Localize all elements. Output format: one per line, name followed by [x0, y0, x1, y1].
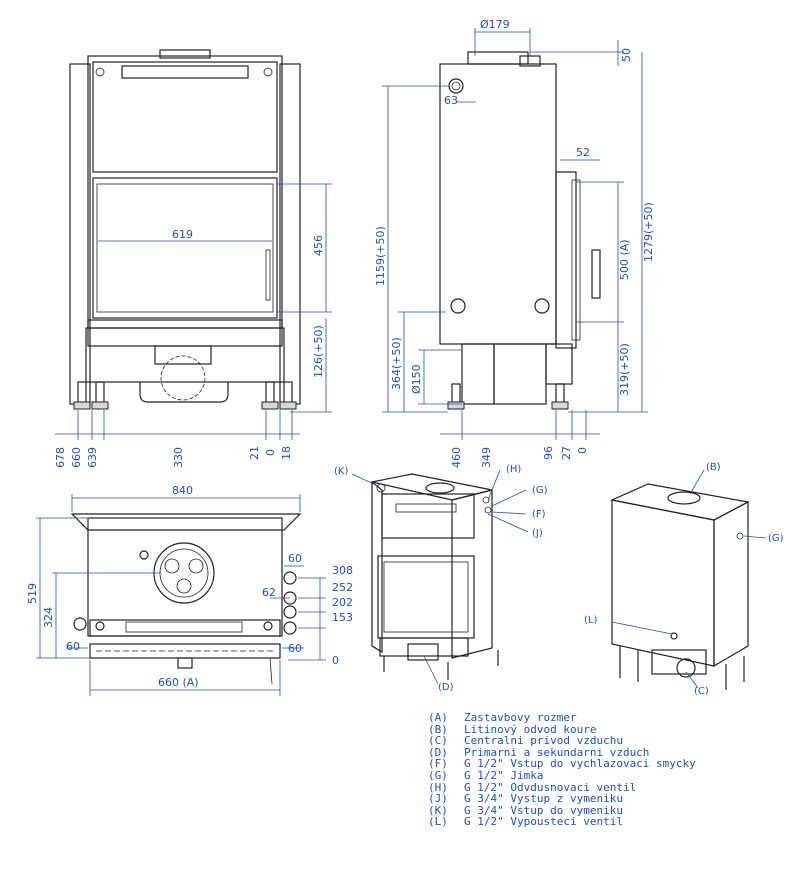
dim-height-1159: 1159(+50) — [374, 226, 387, 286]
label-L: (L) — [584, 615, 597, 626]
dim-bottom-639: 639 — [86, 447, 99, 468]
legend-row: (B) Litinový odvod koure — [428, 722, 768, 736]
legend-row: (L) G 1/2" Vypousteci ventil — [428, 816, 768, 828]
dim-height-519: 519 — [26, 583, 39, 604]
dim-height-456: 456 — [312, 235, 325, 256]
label-D: (D) — [438, 682, 454, 693]
legend-row: (G) G 1/2" Jimka — [428, 770, 768, 782]
legend-row: (K) G 3/4" Vstup do vymeniku — [428, 805, 768, 817]
legend-code: (F) — [428, 757, 448, 771]
top-view: 840 519 324 60 60 60 62 308 252 202 153 … — [26, 484, 353, 696]
legend-text: G 1/2" Jimka — [464, 768, 544, 782]
dim-62: 62 — [262, 586, 276, 599]
dim-height-126: 126(+50) — [312, 325, 325, 378]
dim-bottom-21: 21 — [248, 446, 261, 460]
label-K: (K) — [334, 466, 348, 477]
label-C: (C) — [694, 686, 709, 697]
dim-50: 50 — [620, 48, 633, 62]
label-F: (F) — [532, 509, 546, 520]
dim-60-top: 60 — [288, 552, 302, 565]
legend-text: G 1/2" Vstup do vychlazovaci smycky — [464, 757, 696, 771]
dim-60-right: 60 — [288, 642, 302, 655]
legend-row: (A) Zastavbovy rozmer — [428, 712, 768, 724]
dim-height-324: 324 — [42, 607, 55, 628]
label-H: (H) — [506, 464, 521, 475]
dim-diameter-150: Ø150 — [410, 364, 423, 394]
dim-52: 52 — [576, 146, 590, 159]
dim-bottom-18: 18 — [280, 446, 293, 460]
dim-252: 252 — [332, 581, 353, 594]
label-J: (J) — [532, 528, 543, 539]
legend-row: (J) G 3/4" Vystup z vymeniku — [428, 793, 768, 805]
dim-height-364: 364(+50) — [390, 337, 403, 390]
legend-row: (C) Centralni privod vzduchu — [428, 735, 768, 747]
dim-60-left: 60 — [66, 640, 80, 653]
dim-width-660: 660 (A) — [158, 676, 199, 689]
legend: (A) Zastavbovy rozmer (B) Litinový odvod ko… — [428, 712, 768, 828]
legend-row: (F) G 1/2" Vstup do vychlazovaci smycky — [428, 758, 768, 770]
legend-row: (D) Primarni a sekundarni vzduch — [428, 747, 768, 759]
dim-202: 202 — [332, 596, 353, 609]
label-G-back: (G) — [768, 533, 784, 544]
isometric-back-view: (B) (G) (L) (C) — [584, 462, 784, 697]
dim-bottom-330: 330 — [172, 447, 185, 468]
dim-0: 0 — [332, 654, 339, 667]
dim-153: 153 — [332, 611, 353, 624]
dim-bottom-0: 0 — [576, 447, 589, 454]
legend-code: (K) — [428, 803, 448, 817]
legend-text: G 1/2" Vypousteci ventil — [464, 815, 623, 829]
legend-text: G 1/2" Odvdusnovaci ventil — [464, 780, 637, 794]
legend-row: (H) G 1/2" Odvdusnovaci ventil — [428, 780, 768, 794]
dim-bottom-460: 460 — [450, 447, 463, 468]
front-view: 619 456 126(+50) 678 660 639 330 21 0 18 — [54, 49, 332, 468]
legend-code: (J) — [428, 792, 448, 806]
dim-width-619: 619 — [172, 228, 193, 241]
legend-code: (D) — [428, 745, 448, 759]
legend-text: Litinový odvod koure — [464, 722, 597, 736]
legend-text: G 3/4" Vstup do vymeniku — [464, 803, 623, 817]
dim-bottom-27: 27 — [560, 446, 573, 460]
dim-bottom-349: 349 — [480, 447, 493, 468]
legend-code: (B) — [428, 722, 448, 736]
isometric-front-view: (K) (H) (G) (F) (J) (D) — [334, 464, 548, 693]
legend-code: (H) — [428, 780, 448, 794]
dim-height-1279: 1279(+50) — [642, 202, 655, 262]
dim-diameter-179: Ø179 — [480, 18, 510, 31]
legend-code: (L) — [428, 815, 448, 829]
dim-bottom-0: 0 — [264, 449, 277, 456]
legend-text: G 3/4" Vystup z vymeniku — [464, 792, 623, 806]
legend-code: (C) — [428, 734, 448, 748]
dim-63: 63 — [444, 94, 458, 107]
legend-text: Zastavbovy rozmer — [464, 711, 577, 724]
legend-text: Primarni a sekundarni vzduch — [464, 745, 650, 759]
label-G-front: (G) — [532, 485, 548, 496]
dim-308: 308 — [332, 564, 353, 577]
dim-width-840: 840 — [172, 484, 193, 497]
dim-bottom-678: 678 — [54, 447, 67, 468]
dim-bottom-96: 96 — [542, 446, 555, 460]
dim-bottom-660: 660 — [70, 447, 83, 468]
dim-height-500: 500 (A) — [618, 239, 631, 280]
dim-height-319: 319(+50) — [618, 343, 631, 396]
legend-text: Centralni privod vzduchu — [464, 734, 623, 748]
label-B: (B) — [706, 462, 721, 473]
legend-code: (A) — [428, 711, 448, 724]
side-view: Ø179 50 63 1159(+50) 1279(+50) 52 500 (A… — [374, 18, 655, 468]
legend-code: (G) — [428, 768, 448, 782]
